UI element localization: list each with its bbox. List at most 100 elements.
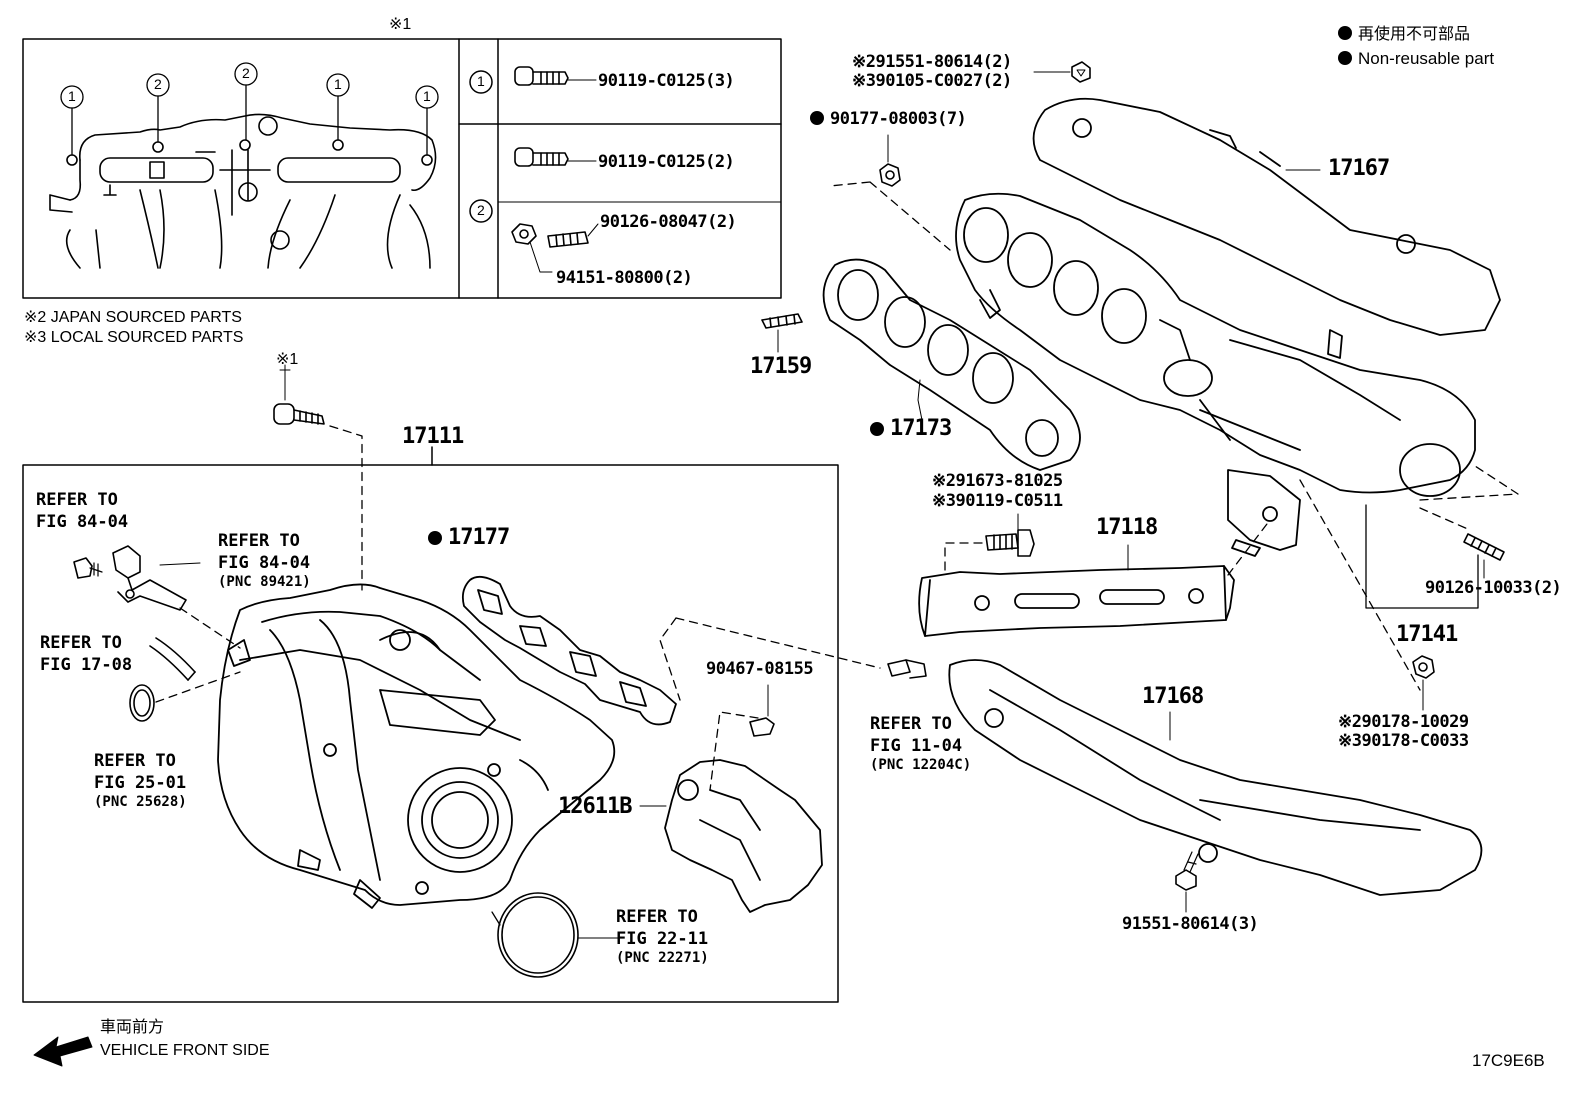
refer-fig-84-04-b[interactable]: REFER TO FIG 84-04 (PNC 89421): [218, 530, 311, 590]
leader-17141: [1365, 504, 1479, 609]
intake-manifold-drawing: [217, 583, 616, 909]
refer-fig-22-11[interactable]: REFER TO FIG 22-11 (PNC 22271): [616, 906, 709, 966]
refer-fig: FIG 17-08: [40, 655, 133, 675]
nut-90177-drawing: [829, 134, 951, 251]
gasket-17177-drawing: [461, 575, 881, 726]
hose-drawing: [149, 637, 196, 681]
refer-fig-17-08[interactable]: REFER TO FIG 17-08: [40, 632, 132, 676]
part-90467-08155: 90467-08155: [706, 659, 814, 679]
refer-pnc: (PNC 22271): [616, 950, 709, 966]
vehicle-front-en: VEHICLE FRONT SIDE: [100, 1042, 270, 1059]
plug-drawing: [887, 659, 927, 679]
part-17159: 17159: [750, 354, 812, 379]
inset-row2-circle: [469, 199, 493, 223]
part-90119-c0125-2: 90119-C0125(2): [598, 152, 735, 172]
insulator-17168-drawing: [948, 659, 1483, 896]
filled-dot-icon: [1338, 51, 1352, 65]
note-japan-sourced: ※2 JAPAN SOURCED PARTS: [24, 309, 242, 326]
part-91673-81025: ※291673-81025: [932, 471, 1063, 491]
part-12611b: 12611B: [558, 794, 632, 819]
legend-en: Non-reusable part: [1338, 50, 1494, 67]
refer-fig: FIG 22-11: [616, 929, 709, 949]
callout-1a: 1: [68, 88, 76, 104]
part-17173: 17173: [870, 418, 952, 440]
callout-2b: 2: [242, 65, 250, 81]
refer-pnc: (PNC 25628): [94, 794, 187, 810]
insulator-17167-drawing: [1032, 97, 1501, 336]
stud-90126-drawing: [1463, 533, 1505, 579]
vehicle-front-arrow: [33, 1036, 93, 1067]
stud-17159-drawing: [761, 313, 803, 353]
part-90126-08047: 90126-08047(2): [600, 212, 737, 232]
refer-fig-25-01[interactable]: REFER TO FIG 25-01 (PNC 25628): [94, 750, 187, 810]
bracket-17118-drawing: [918, 544, 1235, 637]
refer-label: REFER TO: [94, 751, 176, 771]
bolt-91673-drawing: [944, 513, 1035, 576]
bracket-12611b-drawing: [639, 711, 823, 913]
callout-2a: 2: [154, 76, 162, 92]
intake-assembly-frame: [22, 464, 839, 1003]
refer-label: REFER TO: [40, 633, 122, 653]
part-90178-c0033: ※390178-C0033: [1338, 731, 1469, 751]
part-90119-c0511: ※390119-C0511: [932, 491, 1063, 511]
refer-fig: FIG 25-01: [94, 773, 187, 793]
gasket-17173-drawing: [822, 258, 1081, 471]
inset-stud: [547, 223, 599, 248]
vehicle-front-jp: 車両前方: [100, 1019, 165, 1036]
inset-frame: [22, 38, 782, 299]
clip-90467-drawing: [749, 684, 775, 737]
refer-fig-84-04-a[interactable]: REFER TO FIG 84-04: [36, 489, 128, 533]
filled-dot-icon: [870, 422, 884, 436]
refer-fig: FIG 11-04: [870, 736, 963, 756]
refer-label: REFER TO: [616, 907, 698, 927]
bolt-top-drawing: [1033, 61, 1091, 83]
illustration-code: 17C9E6B: [1472, 1051, 1545, 1070]
mark1-bolt: ※1: [276, 351, 299, 368]
note-local-sourced: ※3 LOCAL SOURCED PARTS: [24, 329, 244, 346]
inset-callouts: [60, 62, 439, 156]
part-90177-08003: 90177-08003(7): [810, 111, 967, 128]
part-17177: 17177: [428, 527, 510, 549]
refer-label: REFER TO: [36, 490, 118, 510]
part-90119-c0125-3: 90119-C0125(3): [598, 71, 735, 91]
filled-dot-icon: [428, 531, 442, 545]
bolt-91551-drawing: [1175, 851, 1199, 913]
inset-row2-number: 2: [477, 202, 485, 218]
part-17118: 17118: [1096, 515, 1158, 540]
oring-small: [129, 671, 241, 722]
refer-fig: FIG 84-04: [36, 512, 129, 532]
filled-dot-icon: [1338, 26, 1352, 40]
nut-90178-drawing: [1412, 655, 1435, 711]
inset-row1-circle: [469, 70, 493, 94]
part-90126-10033: 90126-10033(2): [1425, 578, 1562, 598]
inset-manifold-drawing: [49, 113, 437, 269]
refer-pnc: (PNC 12204C): [870, 757, 972, 773]
part-17168: 17168: [1142, 684, 1204, 709]
legend-jp: 再使用不可部品: [1338, 26, 1470, 43]
part-91551-80614-2: ※291551-80614(2): [852, 52, 1012, 72]
part-17167: 17167: [1328, 156, 1390, 181]
refer-label: REFER TO: [870, 714, 952, 734]
inset-bolt-1: [514, 66, 597, 86]
exhaust-manifold-drawing: [955, 192, 1519, 691]
part-17111: 17111: [402, 424, 464, 449]
part-91551-80614-3: 91551-80614(3): [1122, 914, 1259, 934]
refer-pnc: (PNC 89421): [218, 574, 311, 590]
part-94151-80800: 94151-80800(2): [556, 268, 693, 288]
part-90105-c0027: ※390105-C0027(2): [852, 71, 1012, 91]
mark1-top: ※1: [389, 16, 412, 33]
callout-1c: 1: [423, 88, 431, 104]
inset-row1-number: 1: [477, 73, 485, 89]
callout-1b: 1: [334, 76, 342, 92]
bolt-mark1: [273, 364, 363, 591]
refer-fig-11-04[interactable]: REFER TO FIG 11-04 (PNC 12204C): [870, 713, 971, 773]
filled-dot-icon: [810, 111, 824, 125]
throttle-gasket-drawing: [491, 892, 619, 978]
inset-nut: [511, 223, 553, 273]
inset-bolt-2: [514, 147, 597, 167]
sensor-drawing: [73, 545, 241, 649]
refer-label: REFER TO: [218, 531, 300, 551]
part-17141: 17141: [1396, 622, 1458, 647]
